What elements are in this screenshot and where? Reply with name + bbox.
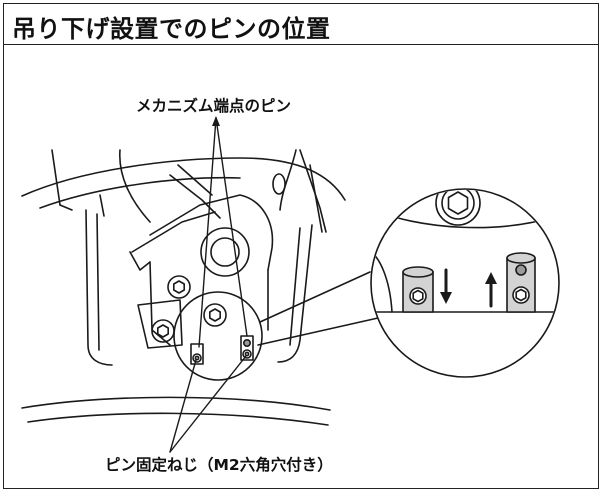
- inset-pin-raised: [506, 252, 536, 313]
- hex-socket-icon: [203, 303, 227, 327]
- page-title: 吊り下げ設置でのピンの位置: [12, 15, 331, 43]
- title-bar: 吊り下げ設置でのピンの位置: [4, 4, 598, 45]
- mechanism-pin-left: [190, 343, 204, 365]
- hex-socket-icon: [167, 275, 191, 299]
- leader-lines: [169, 117, 248, 453]
- mechanism-end-pin-label: メカニズム端点のピン: [136, 97, 292, 115]
- magnified-inset: [370, 188, 560, 378]
- arrow-down-icon: [440, 268, 452, 304]
- pin-fixing-screw-label: ピン固定ねじ（M2六角穴付き）: [105, 456, 333, 474]
- magnify-leader-top: [259, 271, 371, 323]
- arrowhead: [212, 116, 220, 126]
- figure-frame: 吊り下げ設置でのピンの位置: [3, 3, 599, 489]
- mechanism-pin-right: [240, 335, 254, 361]
- magnify-leader-bottom: [257, 317, 379, 346]
- detail-area-circle: [173, 291, 263, 381]
- arrow-up-icon: [485, 272, 497, 308]
- inset-pin-lowered: [402, 266, 434, 313]
- housing-outline: [21, 149, 346, 426]
- hex-socket-icon: [435, 190, 481, 226]
